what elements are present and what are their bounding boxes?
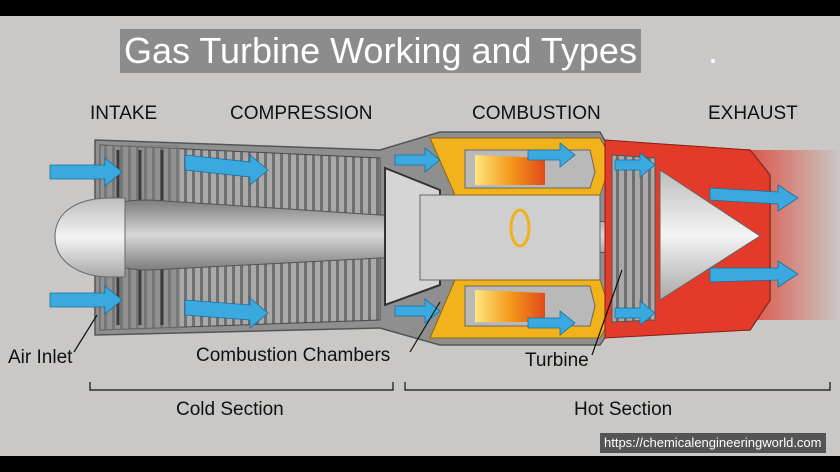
section-label-exhaust: EXHAUST — [708, 103, 798, 124]
turbine-blades — [611, 154, 656, 323]
label-hot-section: Hot Section — [574, 399, 673, 420]
source-watermark: https://chemicalengineeringworld.com — [600, 433, 826, 453]
airflow-arrow-icon — [394, 147, 441, 173]
airflow-arrow-icon — [614, 152, 656, 178]
rotation-arrow-icon — [509, 208, 531, 248]
turbine-leader — [591, 269, 623, 356]
airflow-arrow-icon — [394, 298, 441, 324]
airflow-arrow-icon — [49, 157, 123, 187]
flame-bottom — [475, 290, 545, 322]
section-label-intake: INTAKE — [90, 103, 158, 124]
center-hub — [419, 194, 601, 281]
airflow-arrow-icon — [614, 300, 656, 326]
airflow-arrow-icon — [709, 260, 799, 288]
label-air-inlet: Air Inlet — [8, 347, 73, 368]
label-cold-section: Cold Section — [176, 399, 284, 420]
letterbox-bottom — [0, 456, 840, 472]
airflow-arrow-icon — [49, 285, 123, 315]
section-label-compression: COMPRESSION — [230, 103, 373, 124]
airflow-arrow-icon — [184, 154, 269, 186]
label-turbine: Turbine — [525, 350, 589, 371]
airflow-arrow-icon — [184, 297, 269, 329]
label-combustion-chambers: Combustion Chambers — [196, 345, 391, 366]
letterbox-top — [0, 0, 840, 16]
airflow-arrow-icon — [709, 184, 799, 212]
cold-section-bracket — [89, 382, 394, 391]
title-suffix: . — [708, 30, 719, 71]
nose-cone — [54, 197, 126, 278]
combustion-chambers-leader — [409, 301, 441, 353]
section-label-combustion: COMBUSTION — [472, 103, 601, 124]
hot-section-bracket — [404, 382, 831, 391]
air-inlet-leader — [73, 314, 98, 353]
airflow-arrows — [49, 142, 799, 336]
flame-top — [475, 155, 545, 185]
airflow-arrow-icon — [527, 142, 576, 168]
airflow-arrow-icon — [527, 310, 576, 336]
page-title: Gas Turbine Working and Types — [120, 29, 641, 73]
